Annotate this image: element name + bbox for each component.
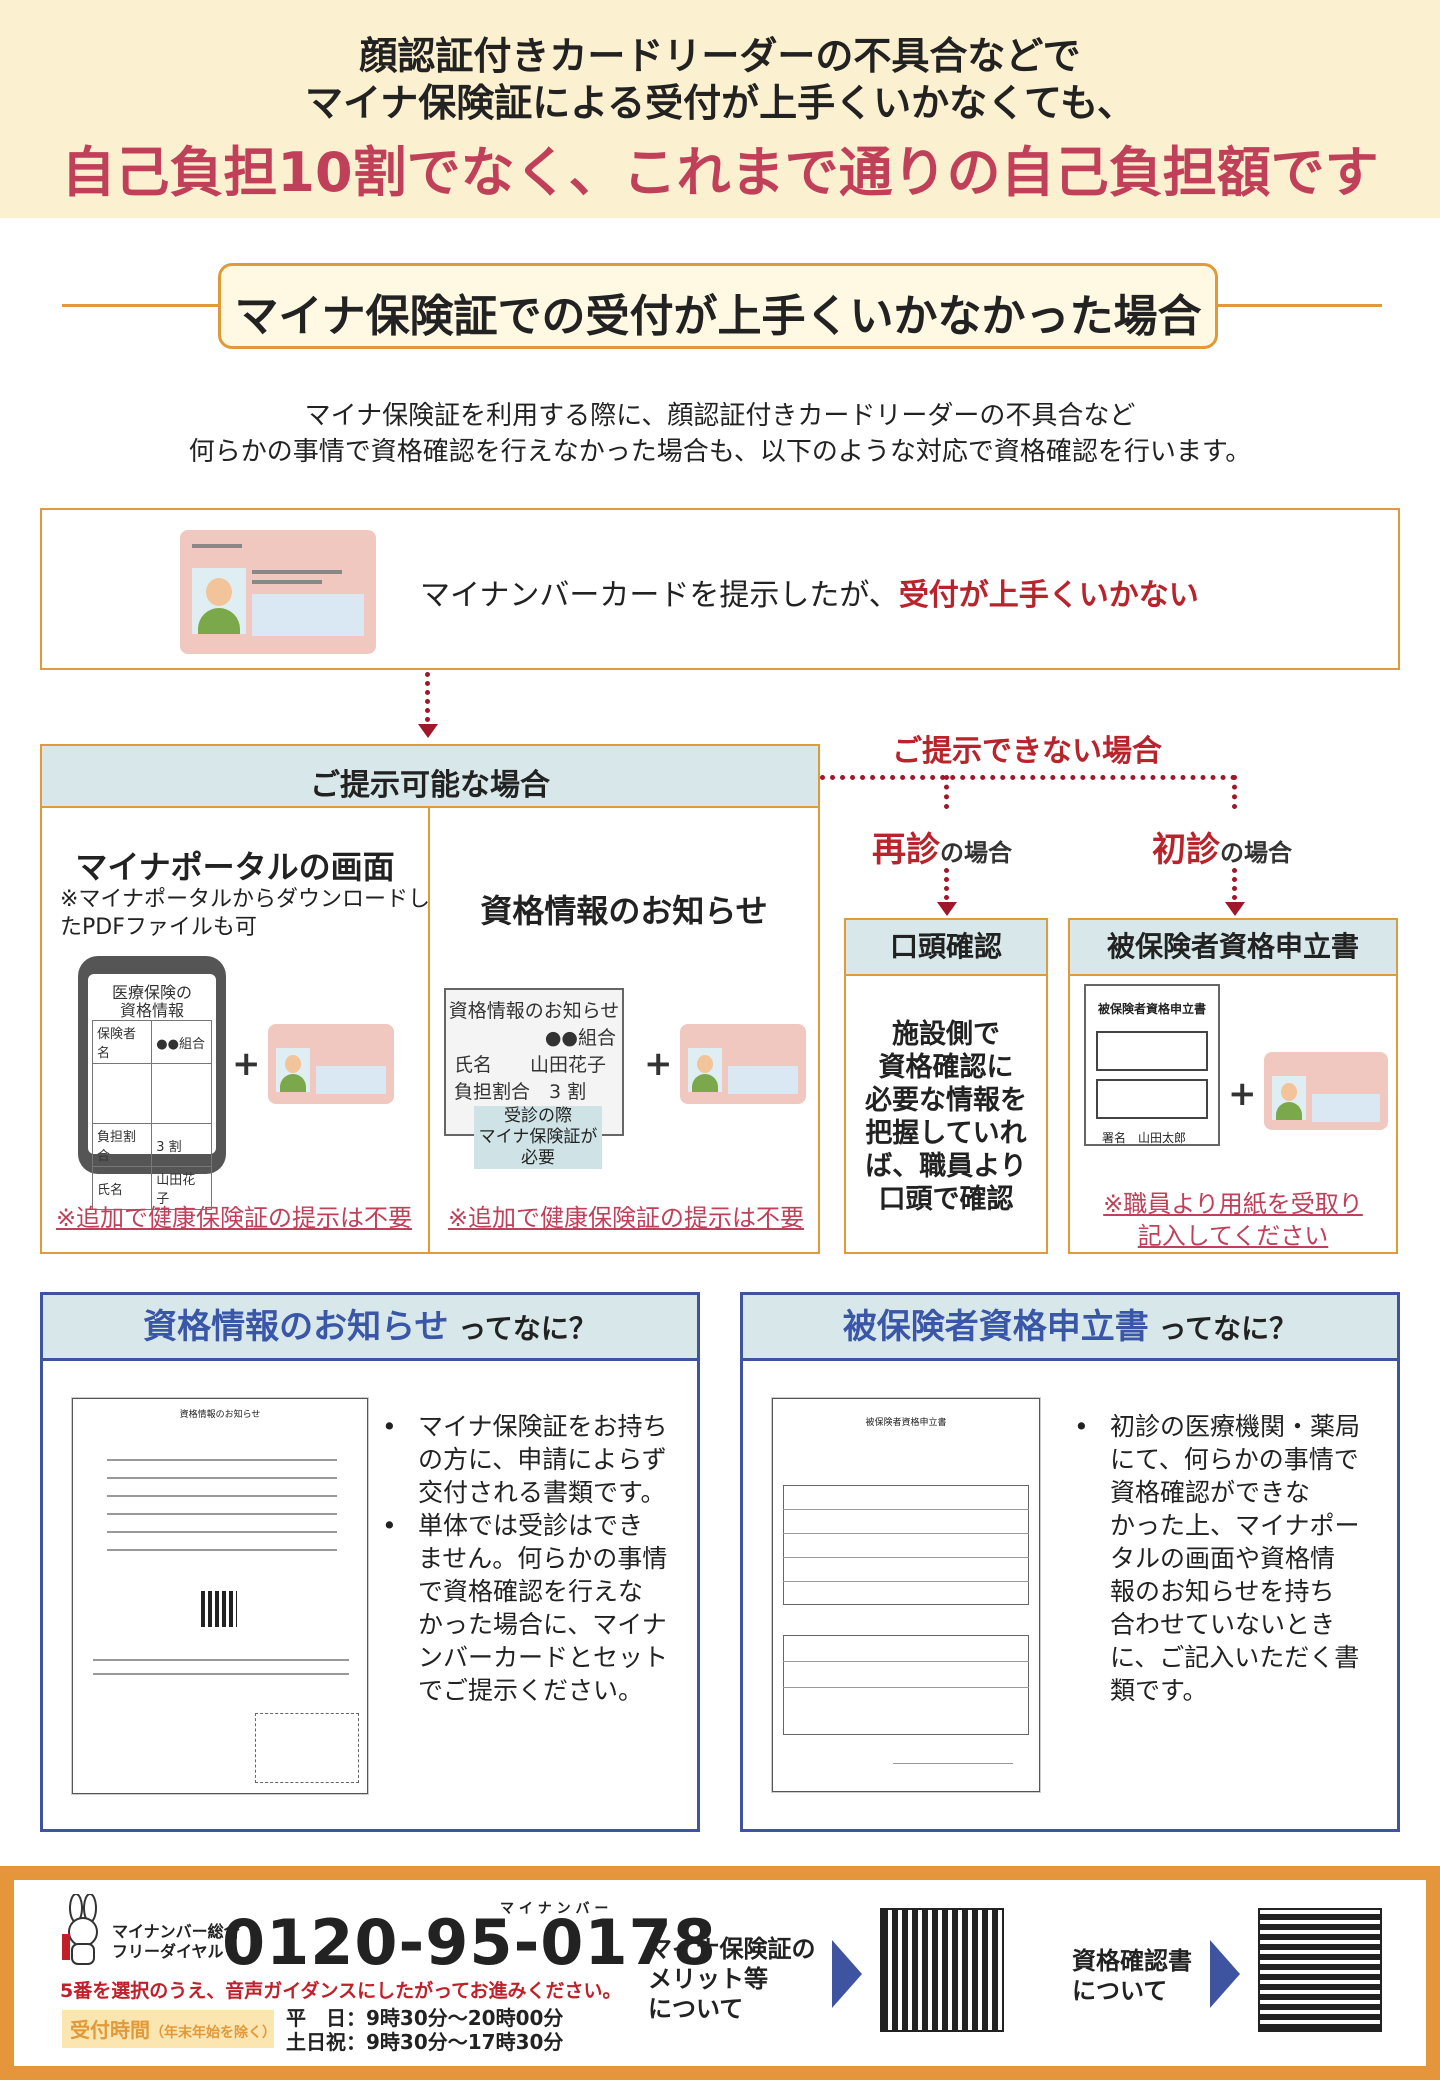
connector-application [1232,868,1237,900]
presentable-title: ご提示可能な場合 [310,768,550,803]
application-box [1068,918,1398,1254]
portal-note-link[interactable]: ※追加で健康保険証の提示は不要 [55,1204,413,1232]
portal-note: ※マイナポータルからダウンロードしたPDFファイルも可 [60,887,430,940]
intro-line2: 何らかの事情で資格確認を行えなかった場合も、以下のような対応で資格確認を行います… [188,437,1252,467]
card-problem-text: マイナンバーカードを提示したが、受付が上手くいかない [420,578,1199,613]
explain-application-box [740,1292,1400,1832]
mynumber-card-image [680,1024,806,1104]
connector-revisit [944,775,949,809]
revisit-label: 再診の場合 [872,830,1012,870]
notice-title: 資格情報のお知らせ [480,892,768,930]
oral-check-box [844,918,1048,1254]
oral-check-title: 口頭確認 [846,920,1046,976]
section-title: マイナ保険証での受付が上手くいかなかった場合 [234,291,1202,342]
section-title-box [218,263,1218,349]
tel-number[interactable]: 0120-95-0178 [222,1906,717,1979]
not-presentable-title: ご提示できない場合 [892,734,1162,769]
mascot-icon [58,1893,108,1968]
connector-first [1232,775,1237,809]
hours-label-bg [62,2010,274,2048]
link-certificate-text: 資格確認書について [1072,1947,1192,2005]
notice-sample-doc: 資格情報のお知らせ [72,1398,368,1794]
explain-application-title: 被保険者資格申立書 ってなに？ [743,1295,1397,1361]
header-line2: マイナ保険証による受付が上手くいかなくても、 [305,81,1135,125]
mynumber-card-image [268,1024,394,1104]
header-line1: 顔認証付きカードリーダーの不具合などで [359,34,1081,78]
arrow-down-icon [1225,902,1245,916]
connector-right [820,775,1236,780]
explain-notice-list: •マイナ保険証をお持ちの方に、申請によらず交付される書類です。 •単体では受診は… [382,1412,669,1705]
triangle-arrow-icon [832,1940,862,2008]
notice-doc-image: 資格情報のお知らせ ●●組合 氏名 山田花子 負担割合 3 割 受診の際マイナ保… [444,988,624,1169]
dial-label: マイナンバー総合フリーダイヤル [112,1922,240,1961]
application-doc-image: 被保険者資格申立書 署名 山田太郎 [1084,984,1220,1146]
arrow-down-icon [418,724,438,738]
presentable-box [40,744,820,1254]
notice-note-link[interactable]: ※追加で健康保険証の提示は不要 [447,1204,805,1232]
section-rule-right [1216,304,1382,307]
mynumber-card-image [1264,1052,1388,1130]
tel-guide: 5番を選択のうえ、音声ガイダンスにしたがってお進みください。 [60,1980,622,2002]
explain-application-list: • 初診の医療機関・薬局にて、何らかの事情で資格確認ができな かった上、マイナポ… [1074,1412,1361,1705]
oral-check-text: 施設側で 資格確認に 必要な情報を 把握していれ ば、職員より 口頭で確認 [865,1019,1027,1215]
header-headline: 自己負担10割でなく、これまで通りの自己負担額です [61,141,1379,204]
intro-line1: マイナ保険証を利用する際に、顔認証付きカードリーダーの不具合など [304,401,1136,431]
link-merit-text: マイナ保険証のメリット等について [648,1935,816,2023]
qr-code-certificate[interactable] [1258,1908,1382,2032]
tel-ruby: マ イ ナ ン バ ー [500,1901,609,1917]
application-sample-doc: 被保険者資格申立書 [772,1398,1040,1792]
portal-title: マイナポータルの画面 [75,848,395,886]
section-rule-left [62,304,222,307]
plus-sign: + [232,1044,261,1084]
first-visit-label: 初診の場合 [1152,830,1292,870]
connector-down [425,672,430,722]
application-title: 被保険者資格申立書 [1070,920,1396,976]
mynumber-card-image [180,530,376,654]
triangle-arrow-icon [1210,1940,1240,2008]
presentable-header [42,746,818,808]
qr-code-merit[interactable] [880,1908,1004,2032]
connector-oral [944,868,949,900]
application-note-link[interactable]: ※職員より用紙を受取り記入してください [1103,1190,1363,1250]
header-banner [0,0,1440,218]
hours-label: 受付時間（年末年始を除く） [70,2018,276,2042]
arrow-down-icon [937,902,957,916]
explain-notice-box [40,1292,700,1832]
presentable-divider [428,808,430,1254]
explain-notice-title: 資格情報のお知らせ ってなに？ [43,1295,697,1361]
plus-sign: + [1228,1074,1257,1114]
hours-text: 平 日：9時30分～20時00分土日祝：9時30分～17時30分 [286,2006,564,2054]
plus-sign: + [644,1044,673,1084]
card-problem-box [40,508,1400,670]
